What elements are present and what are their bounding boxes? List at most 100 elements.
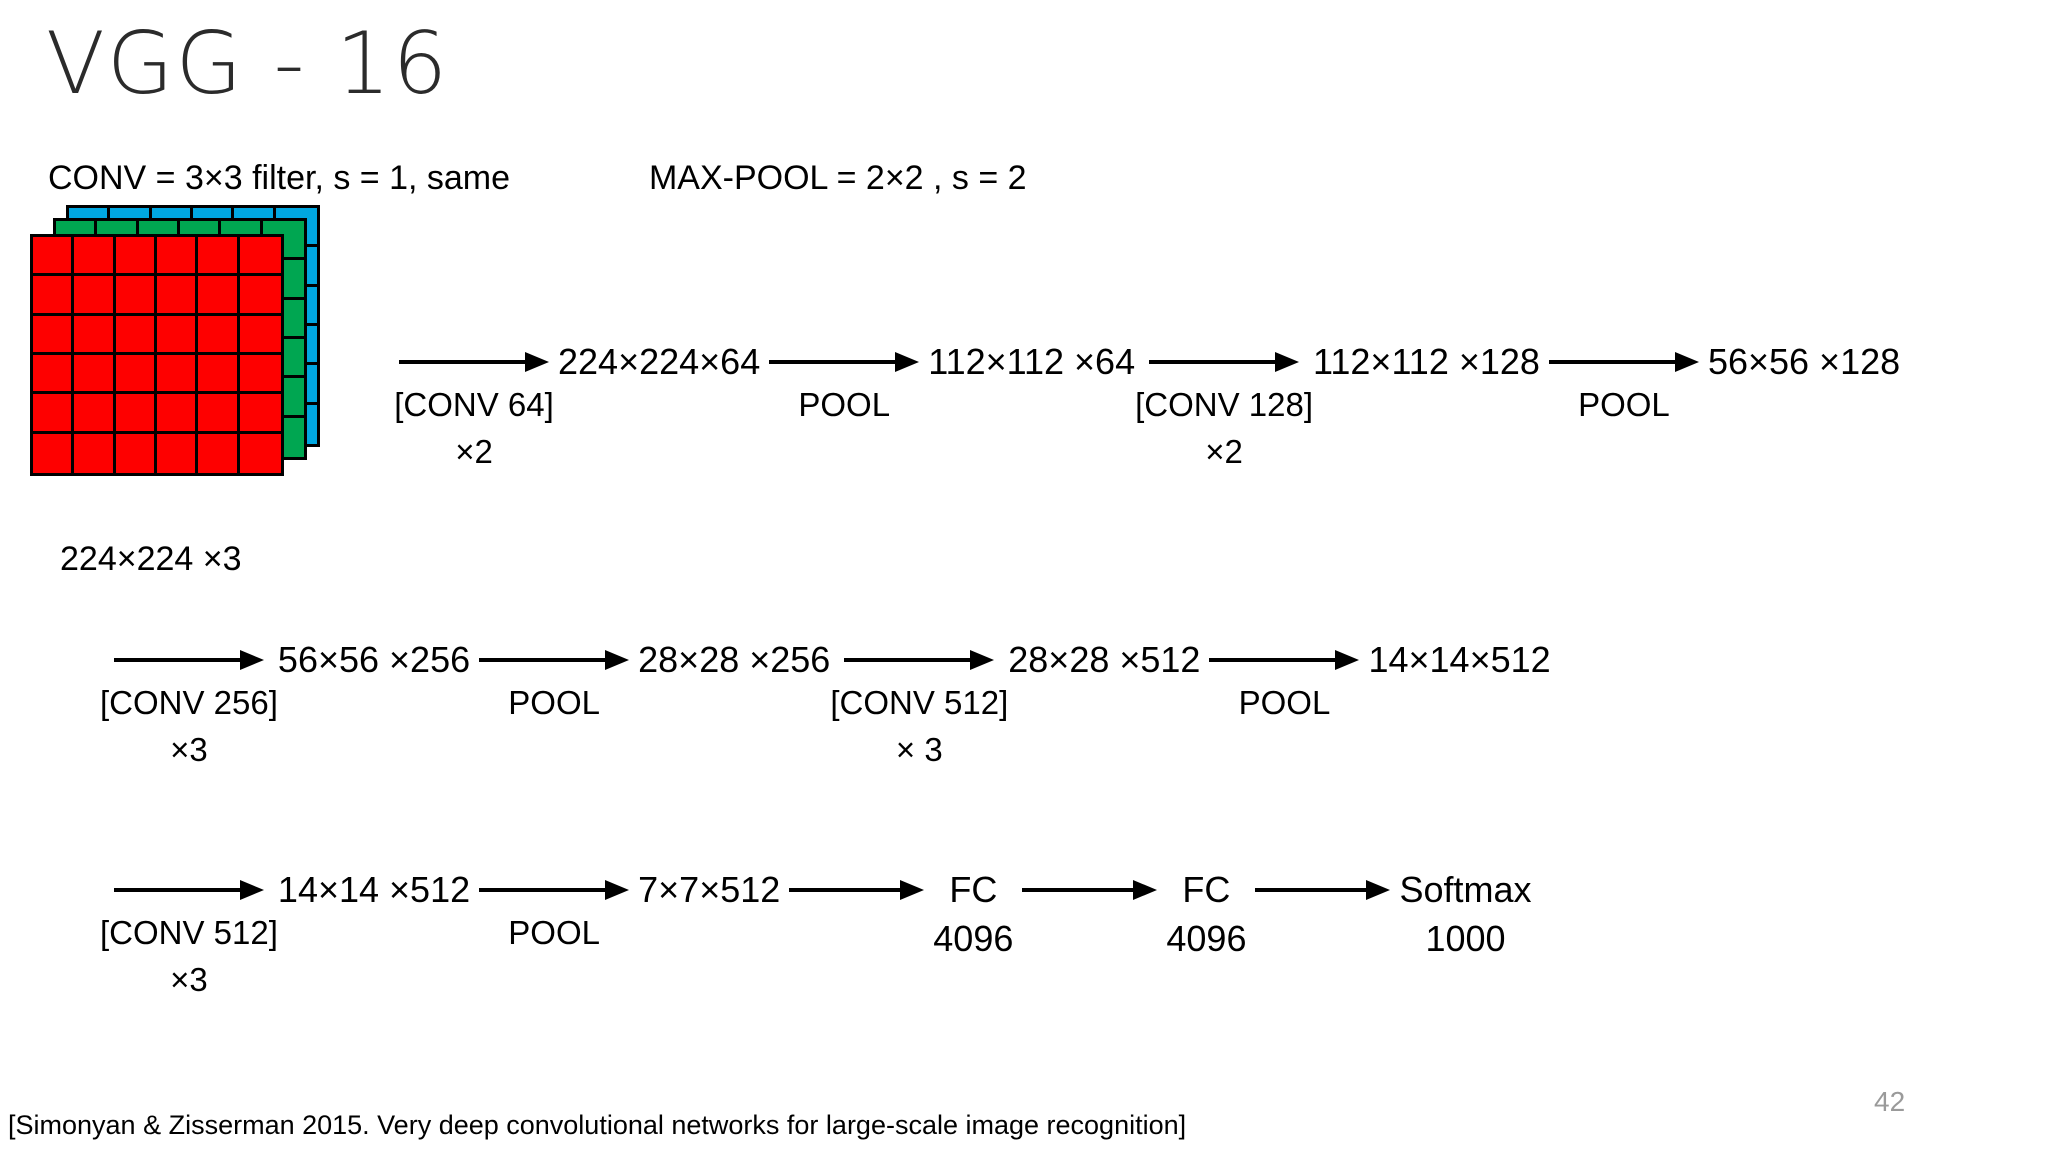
arrow-icon: [780, 868, 933, 912]
arrow-caption: [CONV 64] ×2: [394, 386, 554, 472]
volume-cell: [74, 276, 116, 316]
layer-node-label: 7×7×512: [638, 869, 781, 910]
arrow-caption: [CONV 256] ×3: [100, 684, 278, 770]
arrow-icon: [105, 868, 273, 912]
arrow-caption-repeat: ×3: [170, 730, 208, 768]
definitions-line: CONV = 3×3 filter, s = 1, same MAX-POOL …: [48, 159, 1027, 198]
conv-definition: CONV = 3×3 filter, s = 1, same: [48, 159, 511, 197]
volume-cell: [116, 433, 157, 473]
volume-cell: [115, 276, 157, 316]
arrow-caption: POOL: [508, 684, 600, 723]
arrow-caption-label: POOL: [1578, 386, 1670, 423]
volume-cell: [157, 433, 199, 473]
flow-arrow-group: POOL: [1540, 340, 1708, 425]
arrow-caption-repeat: ×3: [170, 960, 208, 998]
flow-arrow-group: [CONV 64] ×2: [390, 340, 558, 472]
layer-node-label: 224×224×64: [558, 341, 761, 382]
volume-cell: [239, 316, 281, 355]
layer-node: 14×14×512: [1368, 638, 1550, 682]
layer-node-label: 112×112 ×128: [1313, 341, 1540, 382]
layer-node-label: 56×56 ×128: [1707, 341, 1901, 382]
flow-arrow-group: POOL: [1200, 638, 1368, 723]
arrow-caption: POOL: [798, 386, 890, 425]
volume-cell: [198, 354, 240, 395]
arrow-icon: [390, 340, 558, 384]
layer-node-sublabel: 1000: [1425, 918, 1506, 959]
arrow-icon: [1140, 340, 1308, 384]
arrow-caption-label: [CONV 256]: [100, 684, 278, 721]
arrow-caption: [CONV 512] × 3: [830, 684, 1008, 770]
volume-cell: [74, 315, 116, 355]
volume-cell: [198, 237, 240, 277]
layer-node-label: 112×112 ×64: [928, 341, 1136, 382]
volume-cell: [198, 433, 240, 473]
arrow-icon: [1013, 868, 1166, 912]
layer-node: 28×28 ×256: [638, 638, 830, 682]
volume-cell: [74, 394, 116, 434]
volume-cell: [33, 433, 75, 473]
volume-cell: [240, 434, 281, 473]
flow-arrow-group: [1013, 868, 1166, 912]
volume-cell: [115, 237, 157, 277]
red-layer: [30, 234, 284, 476]
layer-node: 28×28 ×512: [1008, 638, 1200, 682]
volume-cell: [74, 237, 116, 277]
flow-arrow-group: [CONV 512]×3: [100, 868, 278, 1000]
maxpool-definition: MAX-POOL = 2×2 , s = 2: [648, 159, 1027, 197]
volume-cell: [239, 276, 281, 316]
arrow-caption: POOL: [1578, 386, 1670, 425]
volume-cell: [115, 354, 157, 395]
layer-node: 224×224×64: [558, 340, 760, 384]
arrow-icon: [835, 638, 1003, 682]
layer-node: 112×112 ×64: [928, 340, 1135, 384]
arrow-caption-label: POOL: [508, 914, 600, 951]
flow-arrow-group: [CONV 256] ×3: [100, 638, 278, 770]
flow-arrow-group: POOL: [760, 340, 928, 425]
citation: [Simonyan & Zisserman 2015. Very deep co…: [8, 1110, 1187, 1140]
volume-cell: [239, 394, 281, 434]
layer-node: 56×56 ×256: [278, 638, 470, 682]
volume-cell: [33, 315, 75, 355]
arrow-caption-repeat: ×2: [455, 432, 493, 470]
flow-arrow-group: POOL: [470, 638, 638, 723]
arrow-caption-label: POOL: [508, 684, 600, 721]
volume-cell: [33, 237, 75, 277]
layer-node: 112×112 ×128: [1313, 340, 1540, 384]
arrow-icon: [760, 340, 928, 384]
volume-cell: [74, 433, 116, 473]
flow-arrow-group: [CONV 128]×2: [1135, 340, 1313, 472]
volume-cell: [33, 354, 75, 395]
volume-cell: [198, 276, 240, 316]
layer-node-label: 28×28 ×512: [1008, 639, 1201, 680]
arrow-caption: [CONV 512]×3: [100, 914, 278, 1000]
arrow-icon: [470, 638, 638, 682]
volume-cell: [115, 315, 157, 355]
flow-arrow-group: [780, 868, 933, 912]
arrow-icon: [470, 868, 638, 912]
flow-arrow-group: [CONV 512] × 3: [830, 638, 1008, 770]
arrow-caption-repeat: × 3: [895, 730, 943, 768]
volume-cell: [239, 355, 281, 395]
arrow-caption: POOL: [1239, 684, 1331, 723]
input-volume-graphic: [30, 205, 330, 476]
volume-cell: [239, 237, 281, 277]
arrow-caption-label: [CONV 512]: [830, 684, 1009, 721]
volume-cell: [33, 394, 75, 434]
layer-node-label: 14×14 ×512: [277, 869, 471, 910]
volume-cell: [156, 394, 199, 434]
input-volume-label: 224×224 ×3: [60, 540, 242, 578]
volume-cell: [33, 276, 75, 316]
volume-cell: [156, 276, 199, 316]
volume-cell: [156, 315, 199, 355]
arrow-caption: [CONV 128]×2: [1135, 386, 1313, 472]
arrow-caption-label: [CONV 64]: [394, 386, 554, 423]
layer-node-label: 56×56 ×256: [277, 639, 471, 680]
volume-cell: [74, 354, 116, 395]
volume-cell: [156, 237, 199, 277]
flow-arrow-group: POOL: [470, 868, 638, 953]
